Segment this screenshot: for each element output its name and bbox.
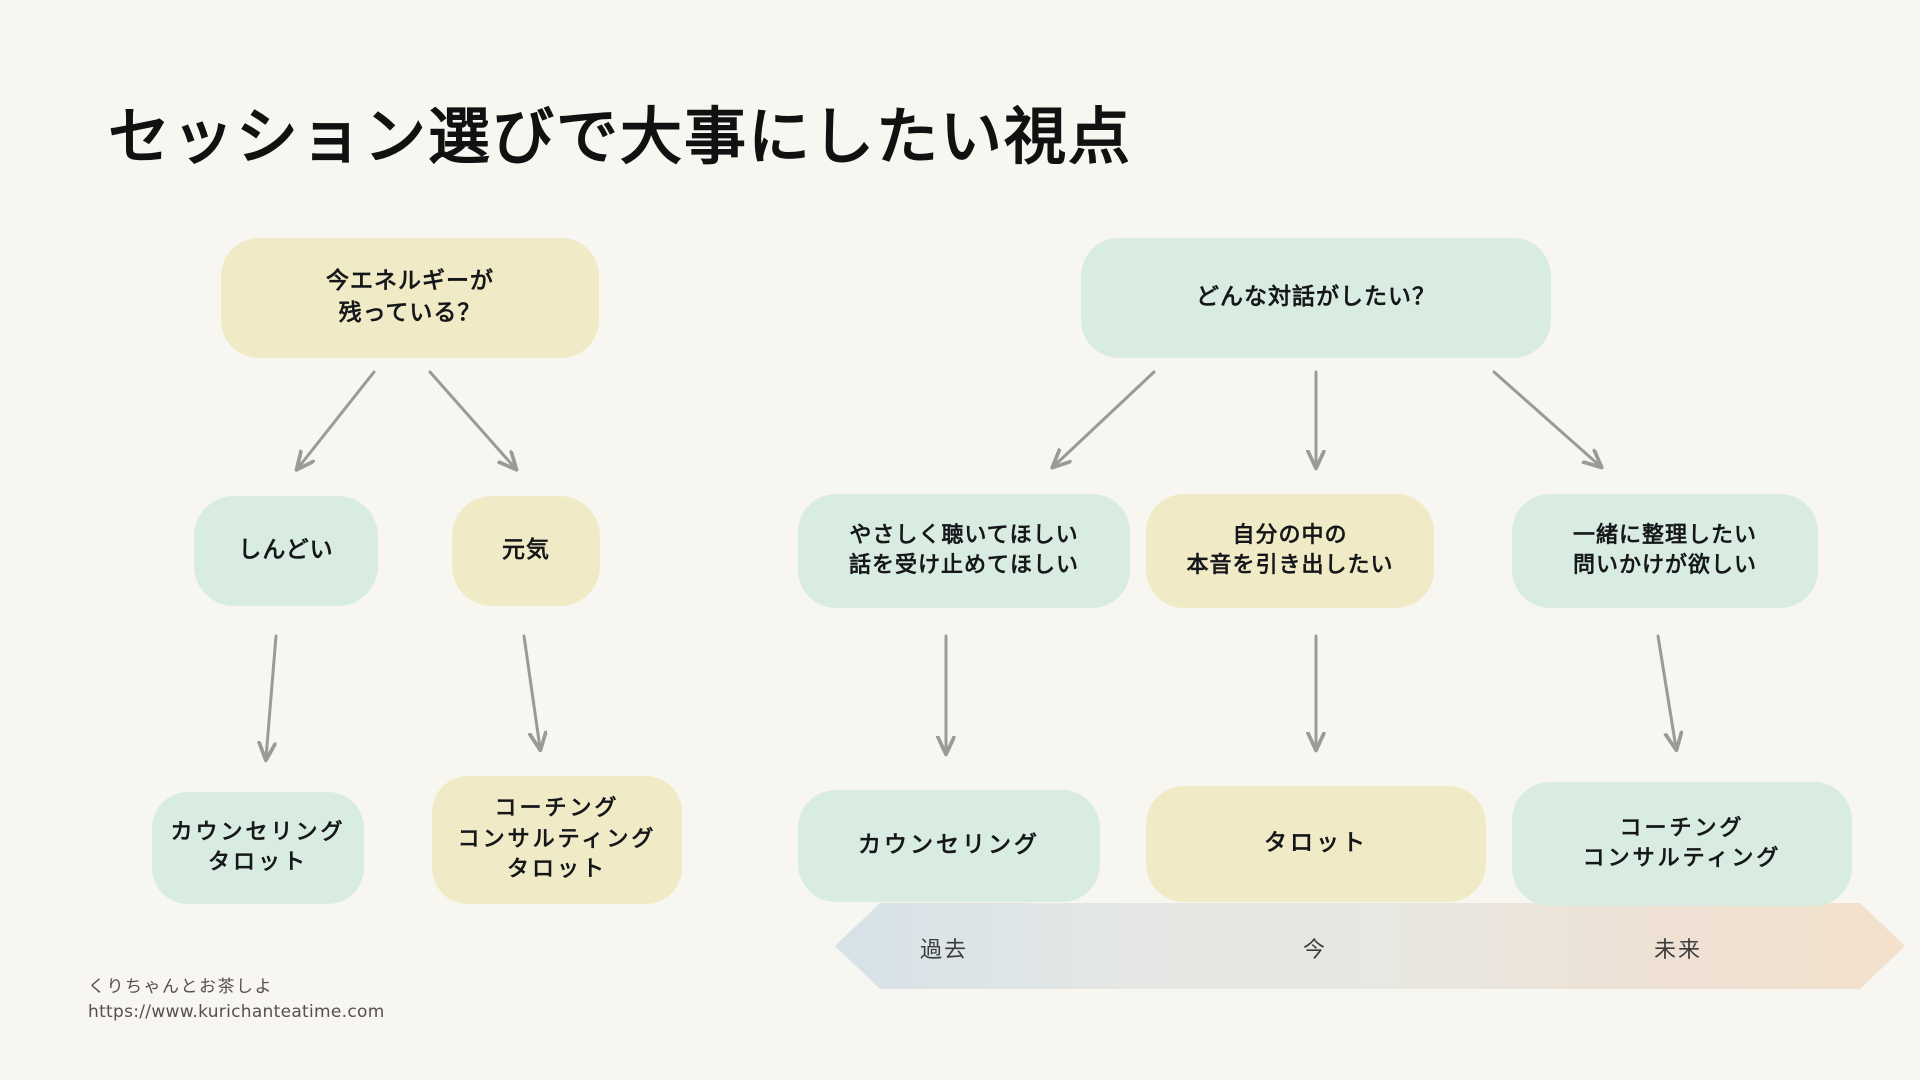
node-right-root[interactable]: どんな対話がしたい？ — [1081, 238, 1551, 358]
node-right-option-1[interactable]: やさしく聴いてほしい 話を受け止めてほしい — [798, 494, 1130, 608]
node-left-leaf-1[interactable]: カウンセリング タロット — [152, 792, 364, 904]
node-right-leaf-3[interactable]: コーチング コンサルティング — [1512, 782, 1852, 906]
footer: くりちゃんとお茶しよ https://www.kurichanteatime.c… — [88, 972, 385, 1022]
node-left-genki[interactable]: 元気 — [452, 496, 600, 606]
node-left-root[interactable]: 今エネルギーが 残っている？ — [221, 238, 599, 358]
arrow-shindoi-to-leaf — [266, 634, 278, 758]
node-right-leaf-2[interactable]: タロット — [1146, 786, 1486, 902]
node-left-leaf-2[interactable]: コーチング コンサルティング タロット — [432, 776, 682, 904]
arrow-left-root-to-genki — [428, 370, 515, 468]
arrow-option3-to-leaf — [1656, 634, 1676, 748]
timeline-label-future: 未来 — [1654, 938, 1703, 963]
timeline-arrow-bar — [835, 903, 1905, 989]
arrow-left-root-to-shindoi — [298, 370, 376, 468]
timeline-label-past: 過去 — [920, 938, 969, 963]
node-right-leaf-1[interactable]: カウンセリング — [798, 790, 1100, 902]
page-title: セッション選びで大事にしたい視点 — [108, 100, 1133, 173]
arrow-right-root-to-option3 — [1492, 370, 1600, 466]
timeline-label-now: 今 — [1303, 938, 1328, 963]
arrow-genki-to-leaf — [522, 634, 540, 748]
footer-url[interactable]: https://www.kurichanteatime.com — [88, 1002, 385, 1022]
node-left-shindoi[interactable]: しんどい — [194, 496, 378, 606]
footer-brand-name: くりちゃんとお茶しよ — [88, 977, 273, 997]
arrow-right-root-to-option1 — [1054, 370, 1156, 466]
node-right-option-2[interactable]: 自分の中の 本音を引き出したい — [1146, 494, 1434, 608]
node-right-option-3[interactable]: 一緒に整理したい 問いかけが欲しい — [1512, 494, 1818, 608]
